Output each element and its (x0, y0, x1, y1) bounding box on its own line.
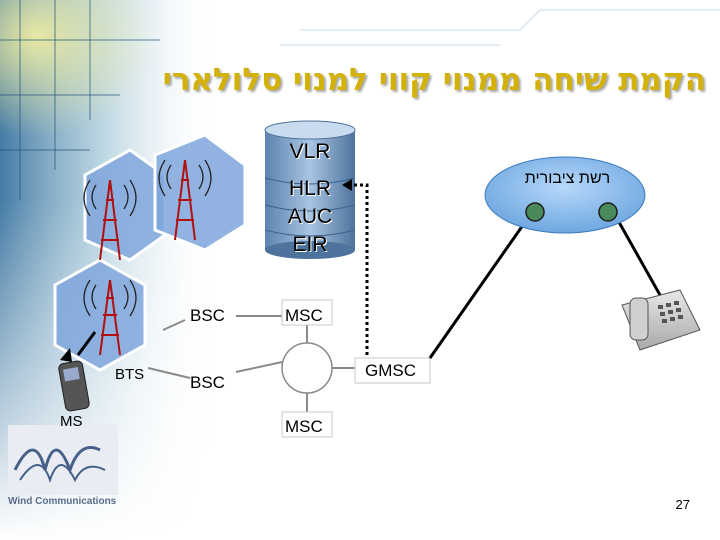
bsc-bottom-label: BSC (190, 373, 225, 393)
public-network-label: רשת ציבורית (490, 170, 645, 188)
link-bts-bsc-top (163, 320, 185, 330)
logo-text: Wind Communications (8, 496, 116, 507)
msc-top-label: MSC (285, 306, 323, 326)
cell-cluster (55, 135, 245, 370)
cell-hexagon-1 (85, 150, 165, 260)
link-bts-bsc-bottom (148, 368, 190, 378)
public-network-cloud (485, 157, 645, 233)
gmsc-label: GMSC (365, 361, 416, 381)
cell-hexagon-2 (155, 135, 245, 250)
ms-label: MS (60, 413, 83, 430)
mobile-phone-icon (58, 360, 90, 411)
auc-label: AUC (270, 205, 350, 229)
cloud-connector-left (526, 203, 544, 221)
page-number: 27 (676, 497, 690, 512)
hlr-label: HLR (270, 177, 350, 201)
bsc-top-label: BSC (190, 306, 225, 326)
msc-bottom-label: MSC (285, 417, 323, 437)
link-gmsc-cloud (430, 215, 530, 358)
link-bsc-circle (236, 362, 282, 372)
company-logo (8, 425, 118, 495)
switch-circle (282, 343, 332, 393)
desk-phone-icon (622, 290, 700, 350)
eir-label: EIR (270, 233, 350, 257)
bts-label: BTS (115, 366, 144, 383)
vlr-label: VLR (270, 140, 350, 164)
cloud-connector-right (599, 203, 617, 221)
link-cloud-phone (615, 215, 660, 295)
